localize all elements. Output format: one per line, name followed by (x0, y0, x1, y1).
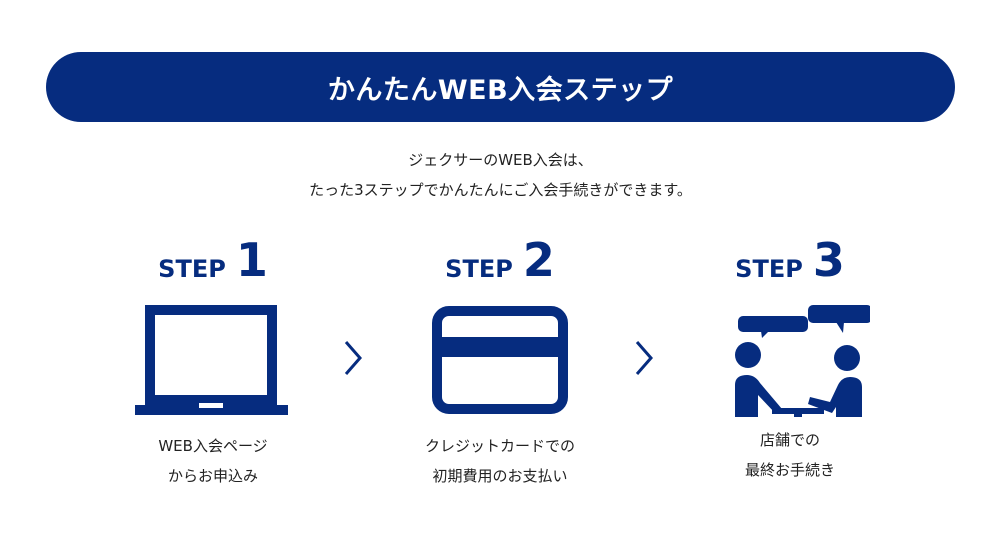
step-label: STEP (735, 255, 803, 283)
step-1: STEP 1 WEB入会ページからお申込み (83, 225, 343, 491)
step-caption-line-1: 店舗での (759, 431, 820, 449)
step-caption-line-2: からお申込み (167, 467, 258, 485)
step-label: STEP (158, 255, 226, 283)
page-title-banner: かんたんWEB入会ステップ (46, 52, 955, 122)
step-label: STEP (445, 255, 513, 283)
intro-text: ジェクサーのWEB入会は、 たった3ステップでかんたんにご入会手続きができます。 (0, 145, 1001, 205)
chevron-right-icon (635, 341, 653, 375)
step-number: 2 (522, 233, 555, 287)
step-caption-line-2: 最終お手続き (744, 461, 835, 479)
step-number: 3 (812, 233, 845, 287)
step-number: 1 (235, 233, 268, 287)
step-caption-line-1: WEB入会ページ (158, 437, 268, 455)
step-3: STEP 3 店舗での最終お手続き (660, 225, 920, 485)
consultation-icon (735, 305, 870, 417)
page-title: かんたんWEB入会ステップ (327, 74, 674, 106)
step-2: STEP 2 クレジットカードでの初期費用のお支払い (370, 225, 630, 491)
intro-line-1: ジェクサーのWEB入会は、 (408, 151, 593, 169)
step-caption-line-1: クレジットカードでの (424, 437, 575, 455)
intro-line-2: たった3ステップでかんたんにご入会手続きができます。 (309, 181, 692, 199)
laptop-icon (135, 305, 288, 415)
step-caption-line-2: 初期費用のお支払い (432, 467, 568, 485)
chevron-right-icon (344, 341, 362, 375)
credit-card-icon (432, 306, 568, 414)
